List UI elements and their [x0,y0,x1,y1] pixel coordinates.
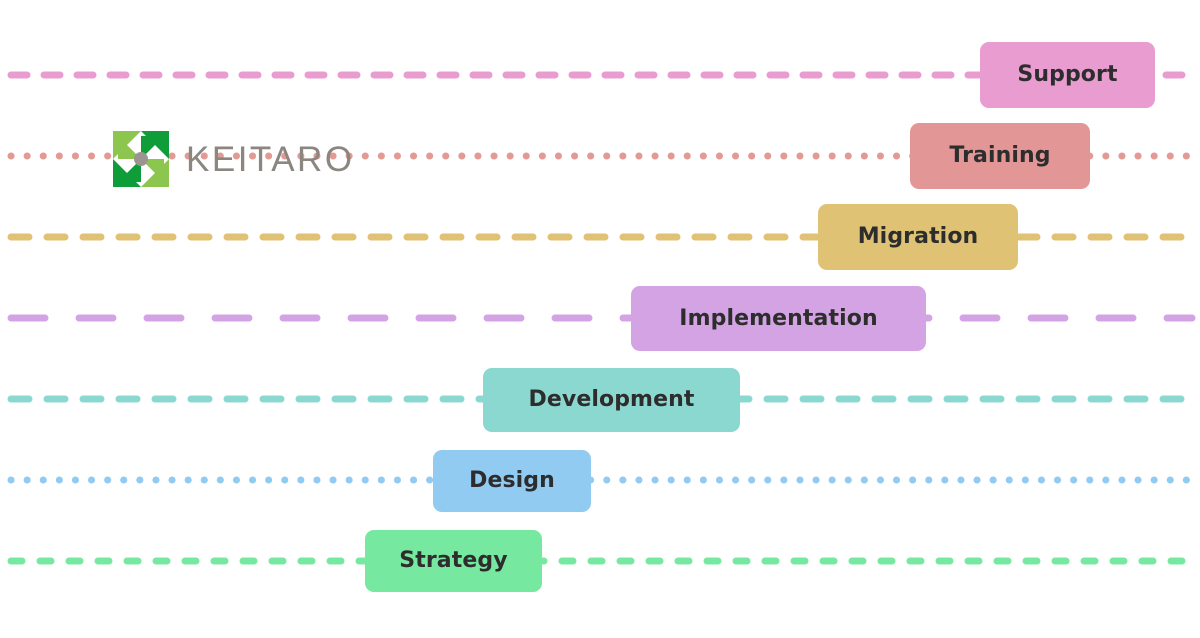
phase-bar-label: Training [949,143,1051,168]
dashed-line-implementation [7,314,1196,322]
phase-bar-label: Strategy [399,548,508,573]
phase-bar-migration[interactable]: Migration [818,204,1018,270]
phase-bar-strategy[interactable]: Strategy [365,530,542,592]
dashed-line-strategy [7,557,1196,565]
pinwheel-logo-icon [110,128,172,190]
phase-bar-label: Implementation [679,305,878,331]
dashed-line-migration [7,233,1196,241]
dashed-line-design [7,476,1196,484]
brand-logo: KEITARO [110,128,355,190]
phase-bar-design[interactable]: Design [433,450,591,512]
phase-bar-implementation[interactable]: Implementation [631,286,926,351]
phase-bar-training[interactable]: Training [910,123,1090,189]
phase-bar-label: Support [1017,62,1118,87]
phase-bar-label: Migration [857,224,979,249]
brand-wordmark: KEITARO [186,139,355,179]
phase-bar-label: Development [528,387,695,412]
phase-bar-development[interactable]: Development [483,368,740,432]
dashed-line-support [7,71,1196,79]
phase-bar-label: Design [469,468,555,493]
phase-bar-support[interactable]: Support [980,42,1155,108]
